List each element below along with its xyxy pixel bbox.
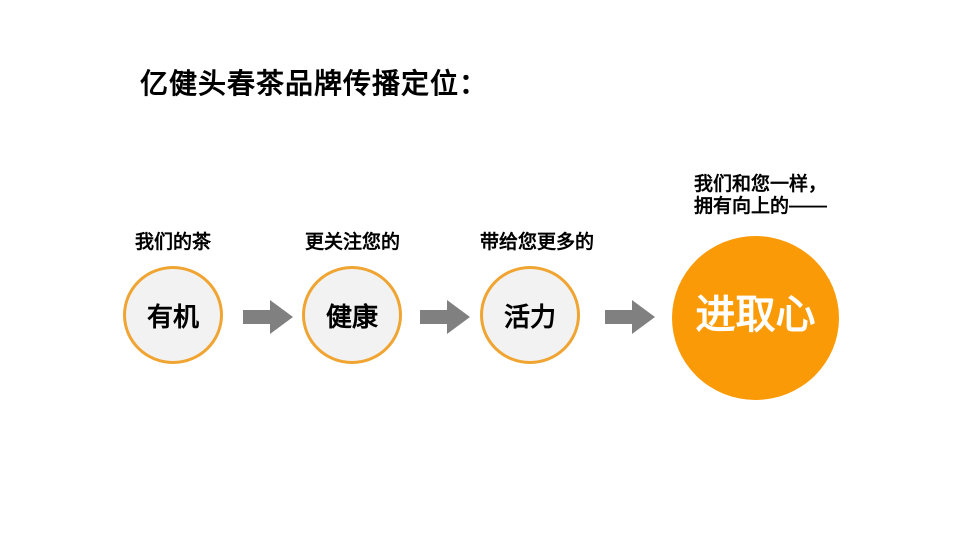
result-annotation-line2: 拥有向上的——: [694, 196, 828, 217]
step-label-organic: 我们的茶: [135, 232, 212, 253]
circle-organic-label: 有机: [146, 301, 199, 332]
result-annotation: 我们和您一样， 拥有向上的——: [694, 174, 827, 218]
right-arrow-icon: [605, 300, 655, 334]
step-label-vitality: 带给您更多的: [480, 232, 595, 253]
slide-title: 亿健头春茶品牌传播定位：: [140, 68, 489, 99]
circle-result: 进取心: [672, 236, 839, 400]
right-arrow-icon: [420, 300, 470, 334]
circle-organic: 有机: [123, 266, 223, 364]
circle-result-label: 进取心: [695, 293, 816, 337]
circle-vitality: 活力: [480, 266, 580, 364]
circle-health-label: 健康: [325, 301, 378, 332]
result-annotation-line1: 我们和您一样，: [694, 174, 828, 195]
step-label-health: 更关注您的: [305, 232, 401, 253]
circle-health: 健康: [302, 266, 402, 364]
circle-vitality-label: 活力: [503, 301, 556, 332]
right-arrow-icon: [243, 300, 293, 334]
